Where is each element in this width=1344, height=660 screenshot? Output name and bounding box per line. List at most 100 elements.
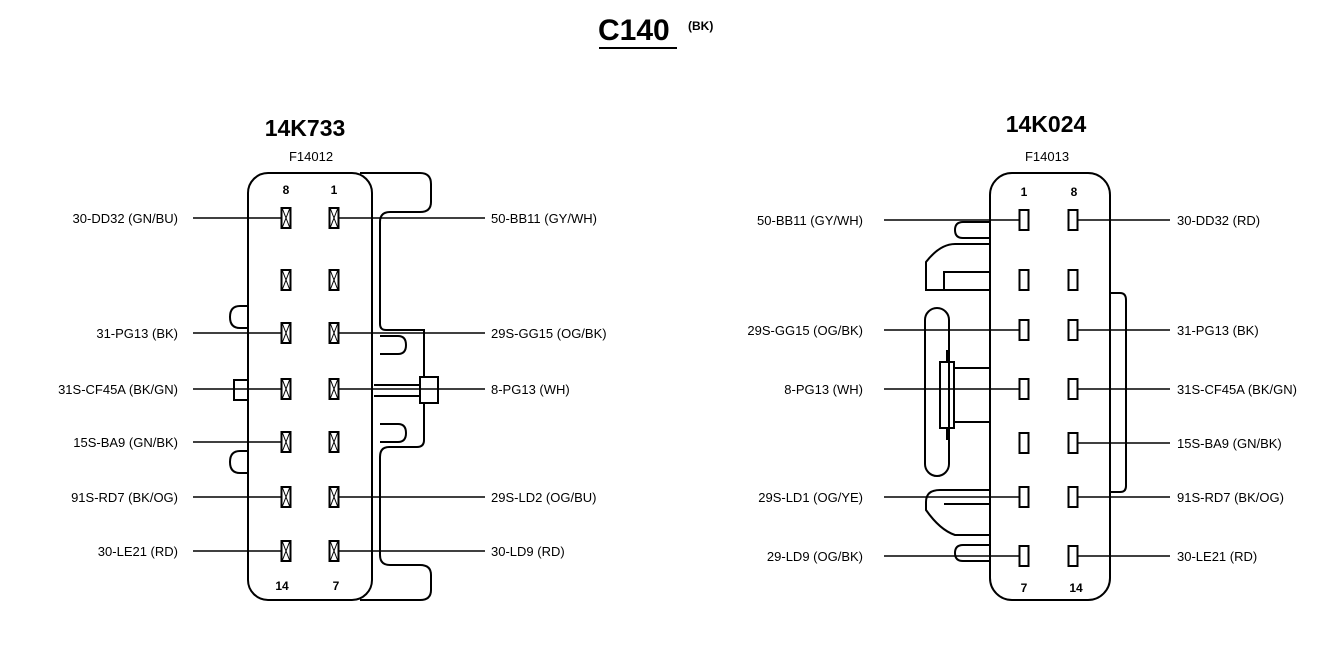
pin-number-bottom-right: 7 xyxy=(333,579,340,593)
terminal-pin xyxy=(328,540,340,562)
terminal-pin xyxy=(1067,378,1079,400)
latch-notch-lower-left xyxy=(380,423,408,443)
housing-bottom-tab-right xyxy=(953,544,990,562)
terminal-pin xyxy=(280,540,292,562)
wire-callout-left: 29S-LD1 (OG/YE) xyxy=(758,490,1020,505)
wire-label: 15S-BA9 (GN/BK) xyxy=(73,435,178,450)
wire-callout-left: 8-PG13 (WH) xyxy=(784,382,1020,397)
wire-callout-right: 30-DD32 (RD) xyxy=(1077,213,1260,228)
side-bump-lower-left xyxy=(228,450,248,474)
terminal-pin xyxy=(1018,209,1030,231)
wire-label: 50-BB11 (GY/WH) xyxy=(491,211,597,226)
terminal-pin xyxy=(280,207,292,229)
terminal-pin xyxy=(280,431,292,453)
housing-latch-plate-right xyxy=(939,361,955,429)
terminal-pin xyxy=(328,322,340,344)
wire-callout-right: 8-PG13 (WH) xyxy=(338,382,570,397)
wire-callout-right: 31S-CF45A (BK/GN) xyxy=(1077,382,1297,397)
wire-callout-right: 29S-LD2 (OG/BU) xyxy=(338,490,596,505)
housing-upper-arm-right xyxy=(925,243,990,291)
pin-number-top-left: 8 xyxy=(283,183,290,197)
wire-callout-left: 15S-BA9 (GN/BK) xyxy=(73,435,282,450)
terminal-pin xyxy=(1067,269,1079,291)
terminal-pin xyxy=(1067,432,1079,454)
diagram-subtitle: (BK) xyxy=(688,19,713,33)
terminal-pin xyxy=(1067,545,1079,567)
wire-callout-left: 29S-GG15 (OG/BK) xyxy=(747,323,1020,338)
terminal-pin xyxy=(1018,269,1030,291)
latch-notch-upper-left xyxy=(380,335,408,355)
pin-number-bottom-left: 14 xyxy=(275,579,289,593)
wire-label: 31-PG13 (BK) xyxy=(96,326,178,341)
connector-right-wires-right: 30-DD32 (RD) 31-PG13 (BK) 31S-CF45A (BK/GN… xyxy=(1077,213,1297,564)
housing-rear-rail-right xyxy=(1110,292,1127,493)
housing-lower-arm-right xyxy=(925,489,990,536)
wire-label: 29S-LD1 (OG/YE) xyxy=(758,490,863,505)
connector-left-wires-right: 50-BB11 (GY/WH) 29S-GG15 (OG/BK) 8-PG13 (W… xyxy=(338,211,607,559)
terminal-pin xyxy=(328,207,340,229)
connector-right-name: 14K024 xyxy=(1006,111,1087,137)
side-bump-upper-left xyxy=(228,305,248,329)
wire-label: 30-DD32 (RD) xyxy=(1177,213,1260,228)
wire-callout-right: 50-BB11 (GY/WH) xyxy=(338,211,597,226)
wire-callout-left: 29-LD9 (OG/BK) xyxy=(767,549,1020,564)
terminal-pin xyxy=(1018,486,1030,508)
terminal-pin xyxy=(1018,545,1030,567)
terminal-pin xyxy=(1067,486,1079,508)
wire-label: 29S-GG15 (OG/BK) xyxy=(491,326,607,341)
pin-number-top-right: 8 xyxy=(1071,185,1078,199)
terminal-pin xyxy=(280,269,292,291)
pin-number-top-left: 1 xyxy=(1021,185,1028,199)
wire-label: 29S-LD2 (OG/BU) xyxy=(491,490,596,505)
connector-right-part: F14013 xyxy=(1025,149,1069,164)
wire-callout-right: 15S-BA9 (GN/BK) xyxy=(1077,436,1282,451)
wire-callout-left: 31-PG13 (BK) xyxy=(96,326,282,341)
wire-label: 91S-RD7 (BK/OG) xyxy=(71,490,178,505)
wire-callout-right: 31-PG13 (BK) xyxy=(1077,323,1259,338)
connector-left-pins xyxy=(280,207,340,562)
wire-label: 31S-CF45A (BK/GN) xyxy=(1177,382,1297,397)
wire-callout-left: 30-DD32 (GN/BU) xyxy=(73,211,282,226)
lock-tab-left xyxy=(419,376,439,404)
wire-callout-right: 29S-GG15 (OG/BK) xyxy=(338,326,607,341)
wire-callout-left: 31S-CF45A (BK/GN) xyxy=(58,382,282,397)
terminal-pin xyxy=(328,486,340,508)
diagram-title: C140 xyxy=(598,14,670,47)
housing-body-right xyxy=(989,172,1111,601)
diagram-header: C140 (BK) xyxy=(598,14,713,49)
connector-right: 14K024 F14013 1 8 7 14 50-BB11 (GY/WH) 29… xyxy=(747,111,1297,601)
connector-right-pins xyxy=(1018,209,1079,567)
terminal-pin xyxy=(280,378,292,400)
wire-label: 31-PG13 (BK) xyxy=(1177,323,1259,338)
wire-callout-right: 30-LE21 (RD) xyxy=(1077,549,1257,564)
wire-label: 30-LD9 (RD) xyxy=(491,544,565,559)
connector-left: 14K733 F14012 8 1 14 7 30-DD32 (GN/BU) 31… xyxy=(58,115,607,601)
terminal-pin xyxy=(1018,432,1030,454)
housing-latch-left xyxy=(360,172,432,601)
housing-latch-block-right xyxy=(953,367,991,423)
housing-body-left xyxy=(247,172,373,601)
connector-left-part: F14012 xyxy=(289,149,333,164)
terminal-pin xyxy=(328,269,340,291)
wire-label: 8-PG13 (WH) xyxy=(491,382,570,397)
wire-label: 30-LE21 (RD) xyxy=(1177,549,1257,564)
pin-number-bottom-left: 7 xyxy=(1021,581,1028,595)
wire-label: 91S-RD7 (BK/OG) xyxy=(1177,490,1284,505)
wire-callout-right: 30-LD9 (RD) xyxy=(338,544,565,559)
connector-left-name: 14K733 xyxy=(265,115,346,141)
connector-left-housing xyxy=(228,172,439,601)
connector-right-wires-left: 50-BB11 (GY/WH) 29S-GG15 (OG/BK) 8-PG13 (W… xyxy=(747,213,1020,564)
wire-callout-left: 30-LE21 (RD) xyxy=(98,544,282,559)
pin-number-top-right: 1 xyxy=(331,183,338,197)
wire-callout-left: 91S-RD7 (BK/OG) xyxy=(71,490,282,505)
connector-right-housing xyxy=(924,172,1127,601)
wire-label: 29-LD9 (OG/BK) xyxy=(767,549,863,564)
wire-label: 50-BB11 (GY/WH) xyxy=(757,213,863,228)
housing-top-tab-right xyxy=(953,221,990,239)
pin-number-bottom-right: 14 xyxy=(1069,581,1083,595)
terminal-pin xyxy=(1067,319,1079,341)
terminal-pin xyxy=(280,322,292,344)
terminal-pin xyxy=(280,486,292,508)
wire-label: 29S-GG15 (OG/BK) xyxy=(747,323,863,338)
